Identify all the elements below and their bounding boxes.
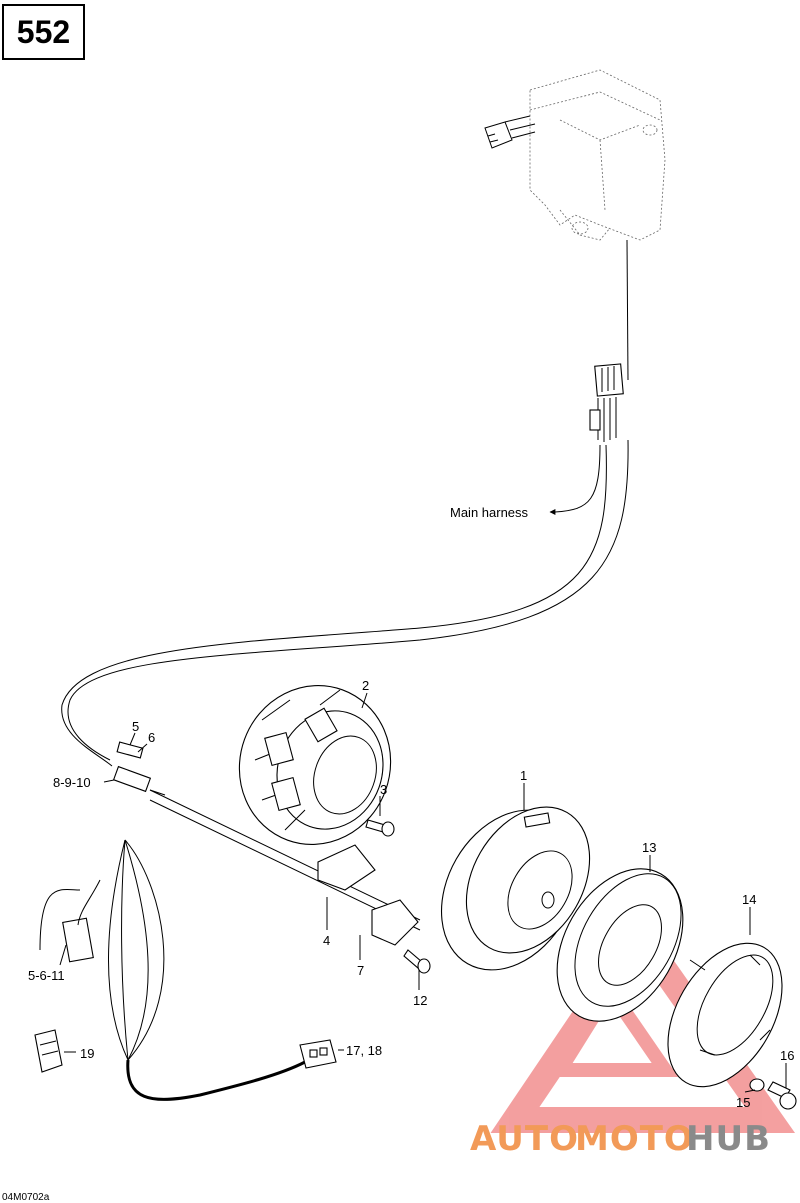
watermark-text: AUTO MOTO HUB [470,1119,771,1159]
connector-5-6 [116,741,144,759]
connector-5-6-11 [62,917,94,963]
callout-12: 12 [413,993,427,1008]
figure-code: 04M0702a [2,1192,50,1203]
callout-7: 7 [357,963,364,978]
callout-5-6-11: 5-6-11 [28,968,65,983]
callout-15: 15 [736,1095,750,1110]
page-number-box: 552 [2,4,85,60]
screw-3 [365,819,395,837]
callout-6: 6 [148,730,155,745]
ring-gear [556,868,684,1022]
connector-8-9-10 [112,765,166,796]
watermark-word-auto: AUTO [470,1119,579,1159]
stator [238,685,392,845]
callout-5: 5 [132,719,139,734]
terminal-cover-19 [34,1029,63,1073]
watermark-word-moto: MOTO [575,1119,694,1159]
trigger-bar [149,789,421,946]
callout-17-18: 17, 18 [346,1043,382,1058]
screw-12 [403,949,431,974]
callout-16: 16 [780,1048,794,1063]
callout-3: 3 [380,782,387,797]
callout-4: 4 [323,933,330,948]
callout-1: 1 [520,768,527,783]
callout-8-9-10: 8-9-10 [53,775,91,790]
screw-16 [767,1081,797,1110]
connector-17-18 [299,1039,337,1069]
ecu-connector [484,115,536,149]
ecu-module-dashed [529,69,666,241]
label-main-harness: Main harness [450,505,529,520]
leader-lines [59,692,787,1093]
pigtail-wires [39,839,306,1101]
callout-14: 14 [742,892,756,907]
main-harness-connector [589,363,624,442]
washer [749,1078,765,1092]
callout-13: 13 [642,840,656,855]
starter-cup [667,942,783,1088]
page-number: 552 [16,13,71,50]
callout-2: 2 [362,678,369,693]
wiring-harness [61,439,629,767]
ecu-wire [626,239,629,381]
watermark-word-hub: HUB [686,1119,771,1159]
flywheel-rotor [440,806,591,971]
callout-19: 19 [80,1046,94,1061]
